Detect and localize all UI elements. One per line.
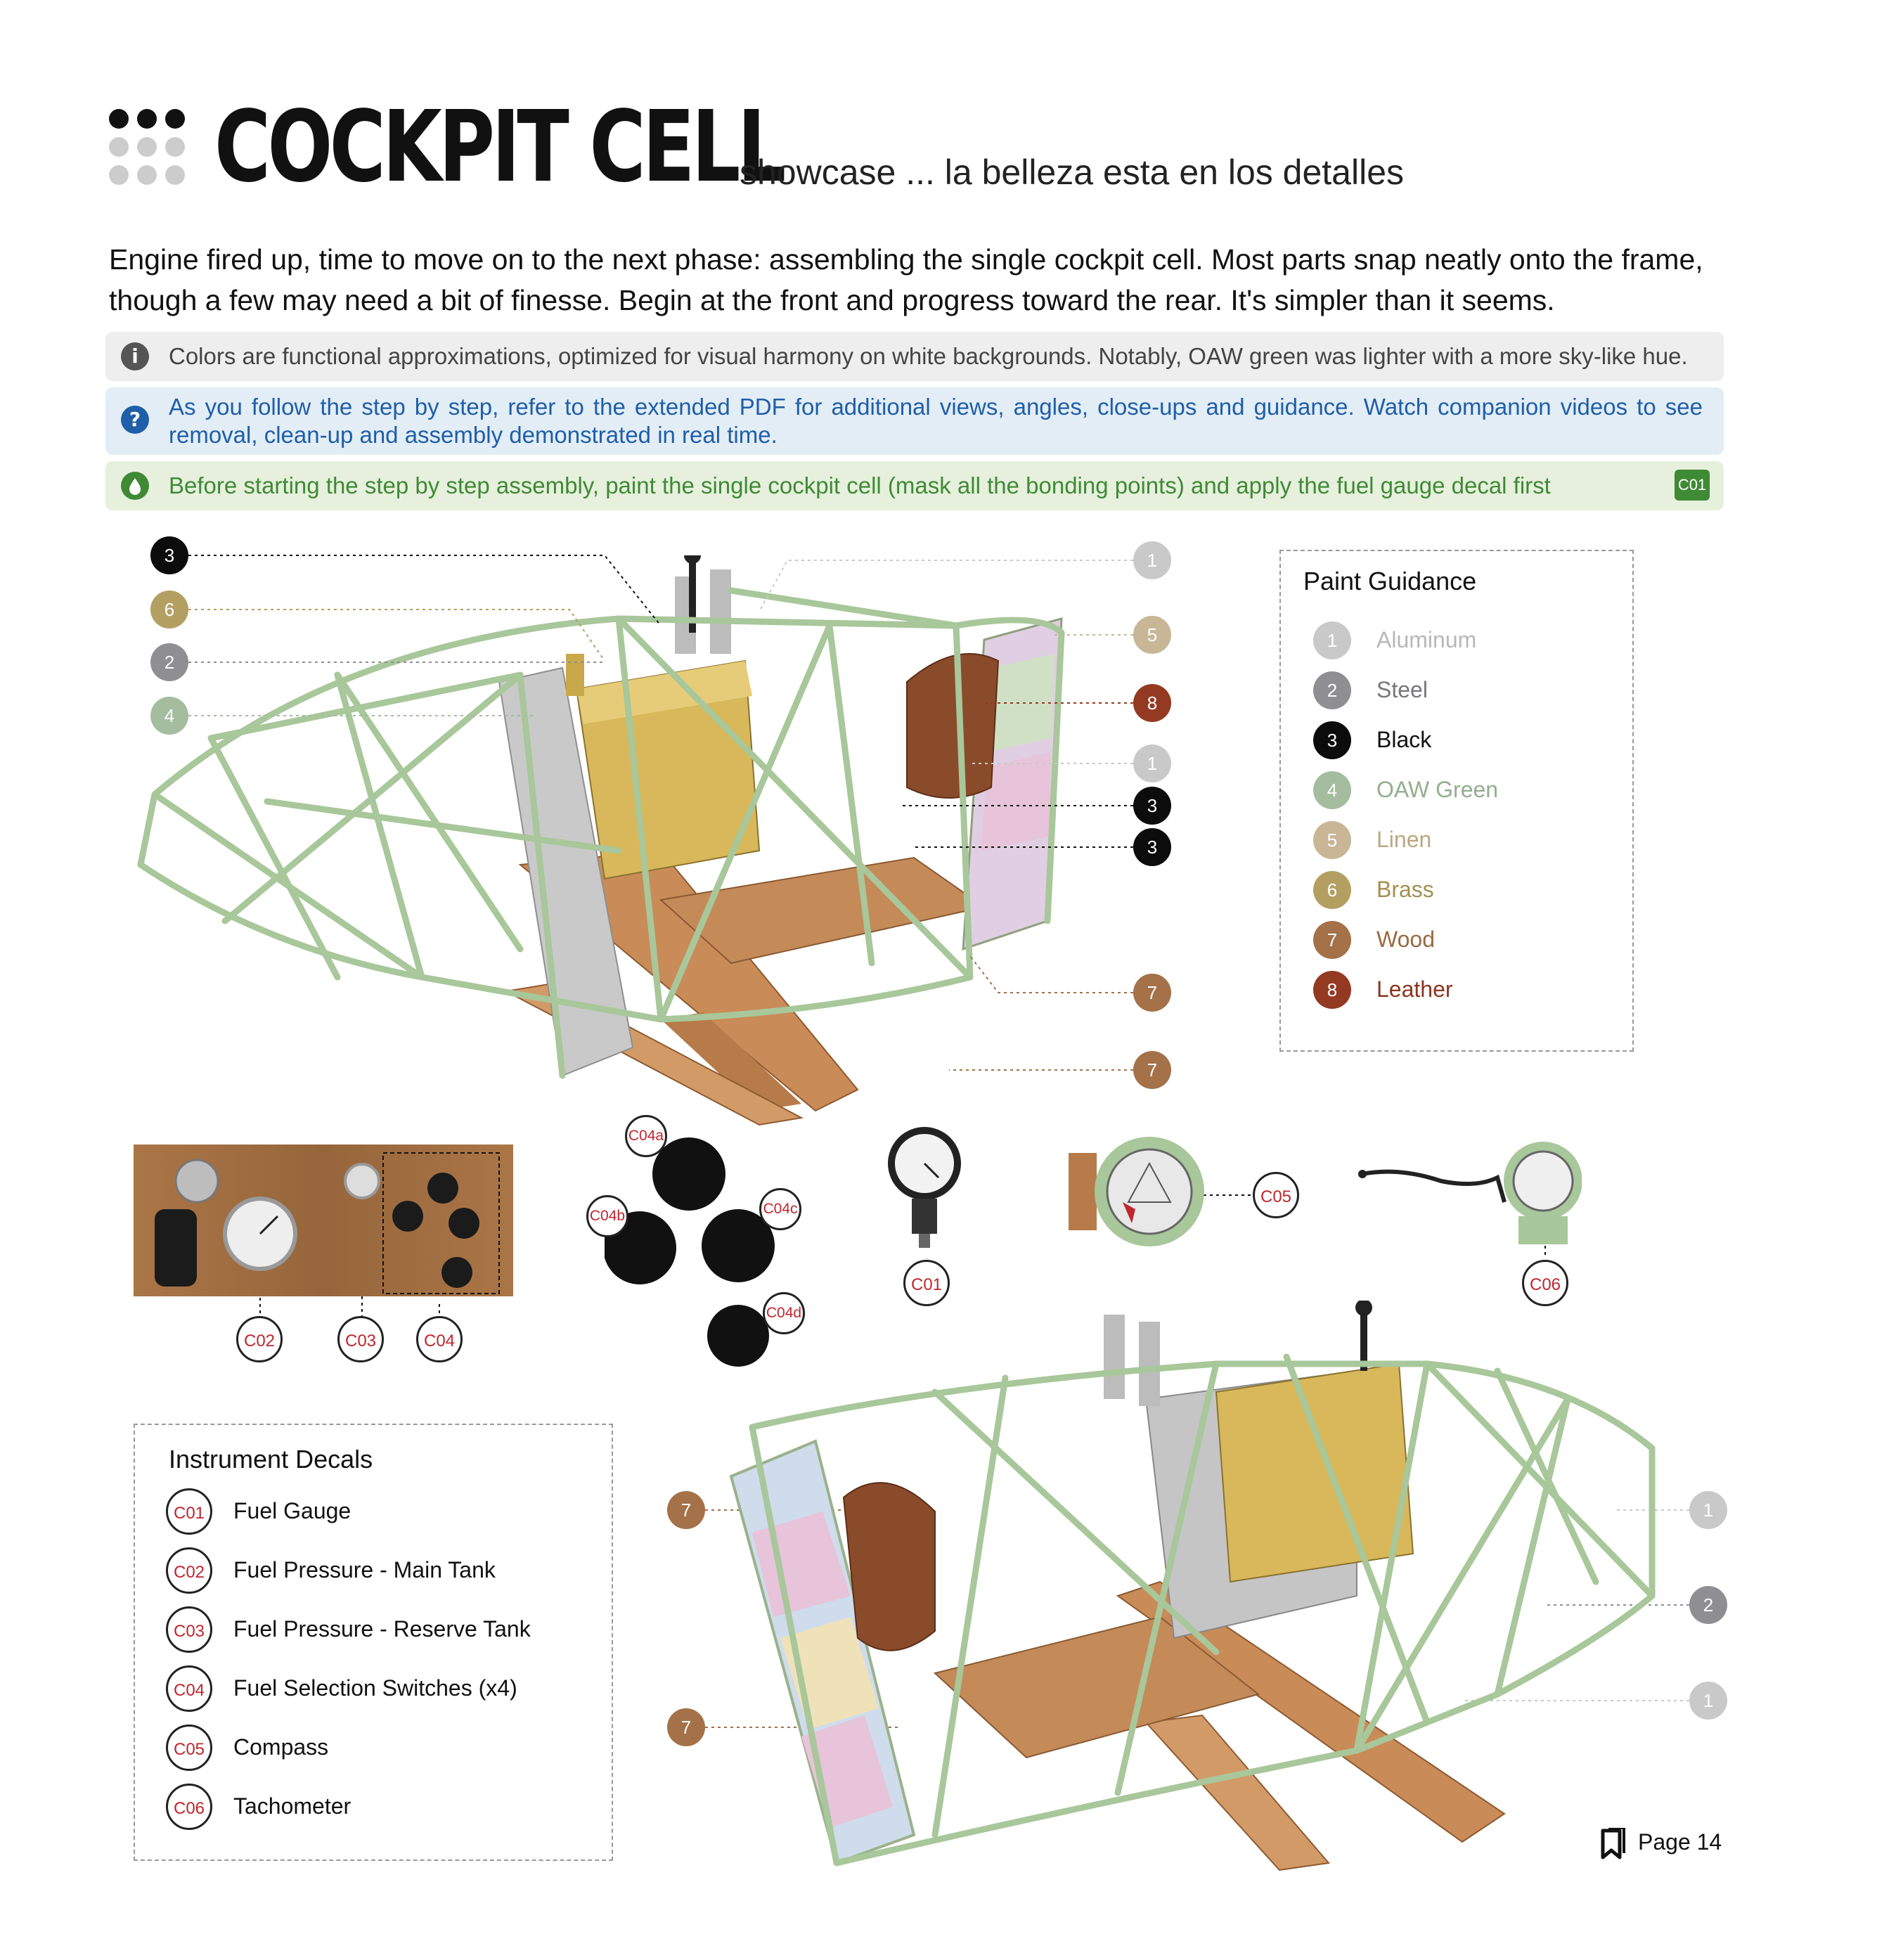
decal-callout-c04: C04 xyxy=(416,1316,463,1362)
help-icon: ? xyxy=(121,406,149,434)
callout-8: 8 xyxy=(1133,684,1171,722)
decal-callout-c04a: C04a xyxy=(625,1115,667,1157)
callout-7: 7 xyxy=(1133,1051,1171,1089)
info-icon: i xyxy=(121,342,149,370)
paint-note: Before starting the step by step assembl… xyxy=(105,461,1724,510)
info-note: i Colors are functional approximations, … xyxy=(105,332,1724,381)
callout-1: 1 xyxy=(1133,744,1171,782)
callout-3: 3 xyxy=(1133,787,1171,825)
callout-2: 2 xyxy=(1689,1586,1727,1624)
callout-2: 2 xyxy=(150,643,188,681)
cockpit-illustration-bottom xyxy=(729,1301,1656,1871)
page-number: Page 14 xyxy=(1638,1829,1722,1855)
compass-illustration xyxy=(1069,1137,1204,1246)
callout-3: 3 xyxy=(1133,828,1171,866)
callout-7: 7 xyxy=(667,1708,705,1746)
callout-6: 6 xyxy=(150,591,188,628)
callout-1: 1 xyxy=(1689,1491,1727,1529)
page-subtitle: showcase ... la belleza esta en los deta… xyxy=(740,153,1404,192)
decal-callout-c04b: C04b xyxy=(586,1195,628,1237)
tachometer-illustration xyxy=(1358,1142,1582,1244)
fuel-gauge-illustration xyxy=(888,1127,961,1248)
decal-callout-c06: C06 xyxy=(1522,1260,1568,1306)
decal-badge: C01 xyxy=(1675,470,1710,501)
paint-guidance-title: Paint Guidance xyxy=(1303,567,1477,595)
callout-7: 7 xyxy=(667,1491,705,1529)
logo-dots-icon xyxy=(109,109,190,190)
help-note: ? As you follow the step by step, refer … xyxy=(105,387,1724,455)
decal-callout-c05: C05 xyxy=(1253,1172,1299,1218)
bookmark-icon xyxy=(1601,1828,1625,1859)
decal-callout-c04c: C04c xyxy=(759,1188,801,1230)
callout-1: 1 xyxy=(1133,541,1171,579)
callout-3: 3 xyxy=(150,536,188,574)
instrument-decals-title: Instrument Decals xyxy=(169,1445,373,1474)
intro-paragraph: Engine fired up, time to move on to the … xyxy=(109,243,1703,316)
instrument-panel-illustration xyxy=(134,1145,513,1296)
decal-callout-c04d: C04d xyxy=(763,1292,805,1334)
callout-5: 5 xyxy=(1133,616,1171,654)
callout-7: 7 xyxy=(1133,974,1171,1012)
decal-callout-c03: C03 xyxy=(337,1316,384,1362)
decal-callout-c01: C01 xyxy=(903,1260,950,1306)
callout-1: 1 xyxy=(1689,1682,1727,1720)
callout-4: 4 xyxy=(150,697,188,735)
decal-callout-c02: C02 xyxy=(236,1316,283,1362)
cockpit-illustration-top xyxy=(137,555,1065,1126)
page-title: COCKPIT CELL xyxy=(214,90,786,205)
paint-drop-icon xyxy=(121,472,149,500)
